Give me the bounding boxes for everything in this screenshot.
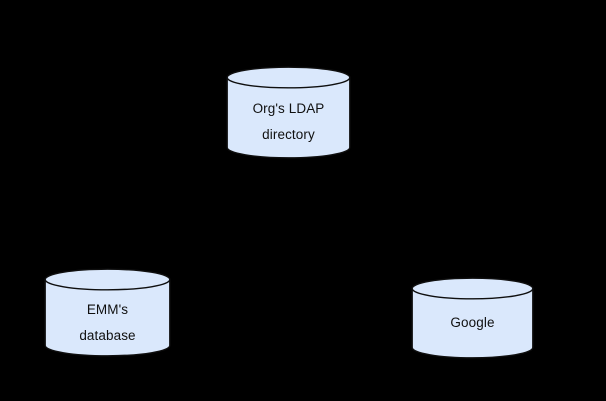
database-cylinder-icon: [44, 268, 171, 357]
database-node-ldap[interactable]: Org's LDAP directory: [226, 66, 351, 159]
database-node-emm[interactable]: EMM's database: [44, 268, 171, 357]
database-cylinder-icon: [411, 277, 534, 359]
database-node-google[interactable]: Google: [411, 277, 534, 359]
database-cylinder-icon: [226, 66, 351, 159]
